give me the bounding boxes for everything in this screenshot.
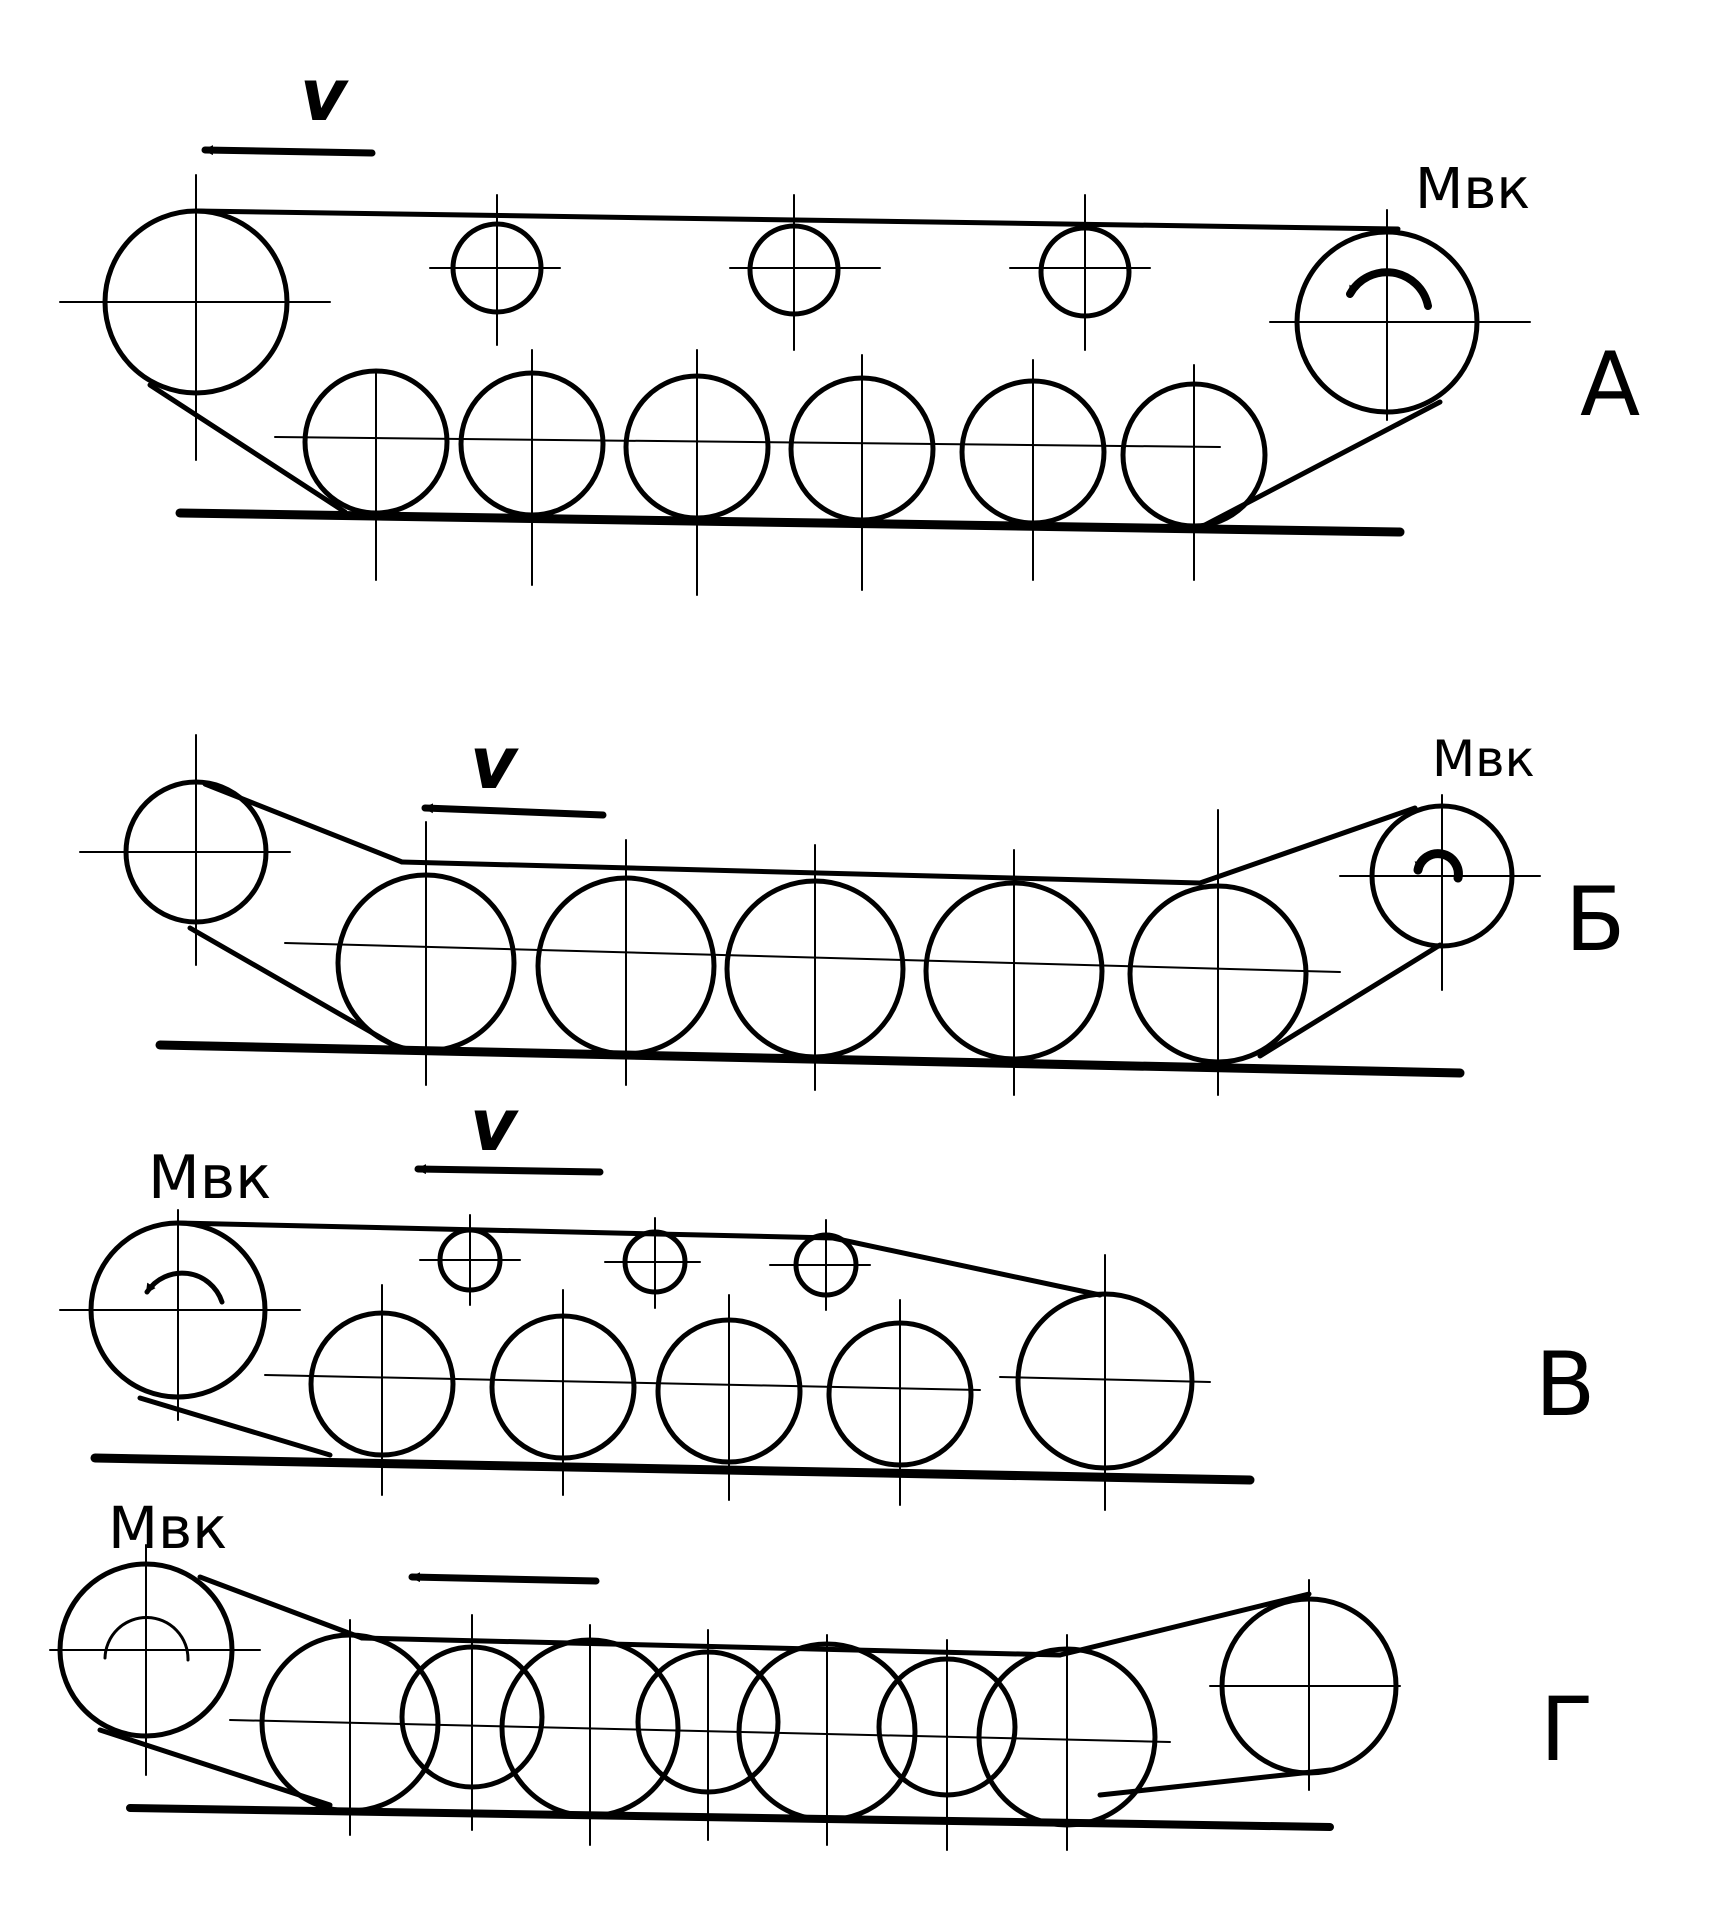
- torque-label: Mвк: [148, 1143, 271, 1213]
- wheels: [57, 1561, 1399, 1828]
- road-wheel-outer: [259, 1632, 441, 1814]
- support-roller: [450, 221, 544, 315]
- idler-wheel: [123, 779, 269, 925]
- road-wheel-inner: [876, 1656, 1018, 1798]
- variant-b: [79, 734, 1541, 1096]
- velocity-arrow: [201, 145, 376, 157]
- track-belt: [97, 1574, 1333, 1808]
- velocity-arrow: [421, 803, 607, 819]
- road-wheel: [923, 880, 1105, 1062]
- torque-label: Mвк: [1432, 730, 1535, 788]
- road-wheel: [788, 375, 936, 523]
- variant-letter: Б: [1565, 868, 1625, 971]
- torque-arrow: [144, 1270, 225, 1305]
- road-wheel: [1120, 381, 1268, 529]
- crosshairs: [79, 734, 1541, 1096]
- track-belt: [137, 1220, 1103, 1458]
- variant-g: [49, 1544, 1401, 1851]
- drive-sprocket: [57, 1561, 235, 1739]
- road-wheel: [826, 1320, 974, 1468]
- wheels: [88, 1220, 1195, 1471]
- road-wheel-inner: [635, 1649, 781, 1795]
- drive-sprocket: [1294, 229, 1480, 415]
- variant-v: [59, 1164, 1255, 1511]
- road-wheel-outer: [736, 1641, 918, 1823]
- road-wheel: [623, 373, 771, 521]
- torque-arrow: [1413, 849, 1463, 883]
- variant-letter: А: [1580, 333, 1640, 436]
- support-roller: [1038, 225, 1132, 319]
- drive-sprocket: [1369, 803, 1515, 949]
- velocity-arrow: [414, 1164, 604, 1176]
- support-roller: [437, 1227, 503, 1293]
- torque-arrow: [1346, 268, 1432, 310]
- torque-label: Mвк: [108, 1494, 227, 1562]
- wheels: [123, 779, 1515, 1065]
- ground-line: [126, 1804, 1334, 1831]
- support-roller: [622, 1229, 688, 1295]
- road-wheel-outer: [976, 1646, 1158, 1828]
- velocity-label: v: [300, 53, 349, 137]
- torque-arrow: [103, 1616, 190, 1662]
- road-wheel: [1127, 883, 1309, 1065]
- torque-label: Mвк: [1415, 157, 1530, 222]
- road-wheel: [489, 1313, 637, 1461]
- road-wheel: [302, 368, 450, 516]
- velocity-arrow: [408, 1572, 600, 1585]
- road-wheel: [535, 875, 717, 1057]
- road-wheel: [458, 370, 606, 518]
- velocity-label: v: [470, 721, 519, 805]
- road-wheel-outer: [499, 1637, 681, 1819]
- idler-wheel: [1219, 1596, 1399, 1776]
- variant-letter: Г: [1540, 1678, 1594, 1781]
- road-wheel: [308, 1310, 456, 1458]
- ground-line: [90, 1453, 1255, 1485]
- road-wheel-inner: [399, 1644, 545, 1790]
- ground-line: [175, 508, 1405, 537]
- crosshairs: [59, 1209, 1211, 1511]
- road-wheel: [724, 878, 906, 1060]
- variant-a: [59, 145, 1531, 596]
- crosshairs: [49, 1544, 1401, 1851]
- variant-letter: В: [1535, 1333, 1595, 1436]
- idler-wheel: [102, 208, 290, 396]
- support-roller: [747, 223, 841, 317]
- drive-sprocket: [88, 1220, 268, 1400]
- road-wheel: [335, 872, 517, 1054]
- road-wheel: [655, 1317, 803, 1465]
- idler-wheel: [1015, 1291, 1195, 1471]
- road-wheel: [959, 378, 1107, 526]
- wheels: [102, 208, 1480, 529]
- velocity-label: v: [470, 1083, 519, 1167]
- support-roller: [793, 1232, 859, 1298]
